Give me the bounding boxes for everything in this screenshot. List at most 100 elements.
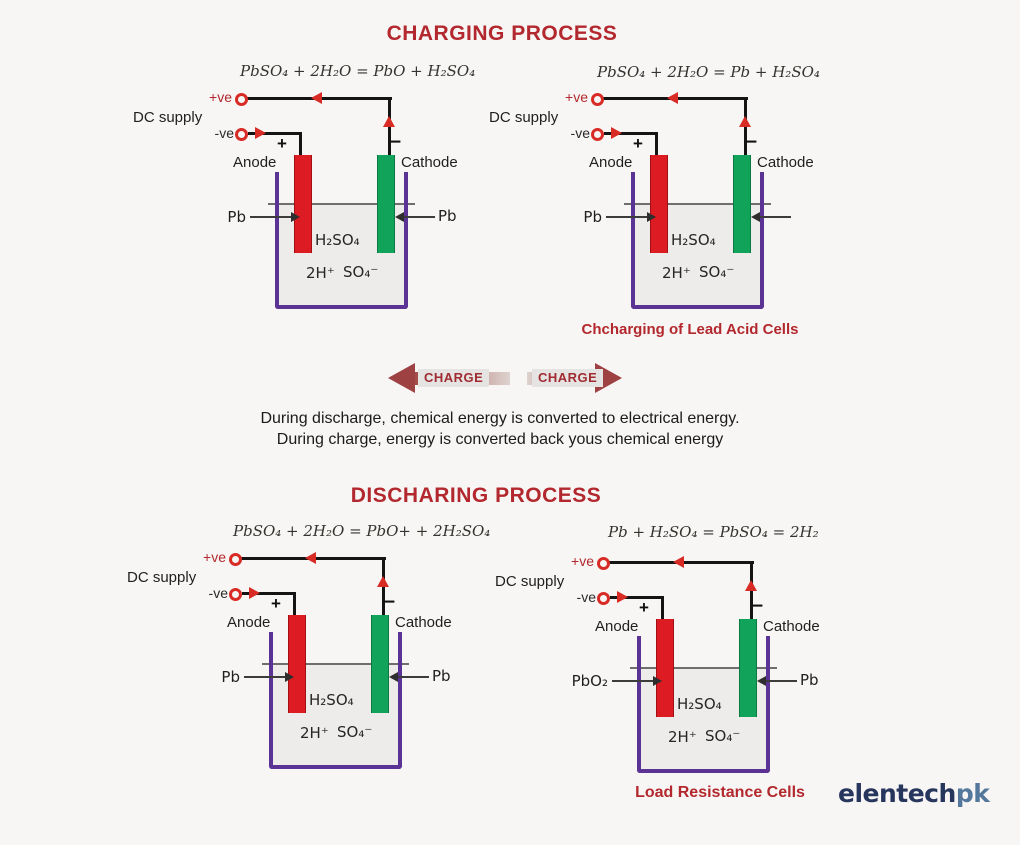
wire-negative-horizontal [248, 132, 302, 135]
anode-electrode [288, 615, 306, 713]
beaker [275, 172, 408, 309]
anode-electrode [294, 155, 312, 253]
negative-terminal-label: -ve [570, 125, 590, 141]
charge-arrow-left: CHARGE [388, 362, 510, 395]
cathode-label: Cathode [757, 154, 814, 171]
explanation-line-2: During charge, energy is converted back … [276, 431, 724, 448]
wire-negative-horizontal [242, 592, 296, 595]
left-electrode-material-label: Pb [227, 208, 246, 226]
negative-terminal-icon [235, 128, 248, 141]
anode-electrode [656, 619, 674, 717]
dc-supply-label: DC supply [133, 109, 203, 126]
electrolyte-label: H₂SO₄ [671, 231, 716, 249]
current-arrow-left-icon [311, 92, 322, 104]
discharging-process-title: DISCHARING PROCESS [350, 484, 602, 507]
beaker [269, 632, 402, 769]
current-arrow-up-icon [383, 116, 395, 127]
dc-supply-label: DC supply [495, 573, 565, 590]
explanation-line-1: During discharge, chemical energy is con… [260, 410, 740, 427]
logo-part-2: pk [955, 779, 990, 808]
cathode-label: Cathode [763, 618, 820, 635]
negative-terminal-icon [597, 592, 610, 605]
liquid-surface-line [268, 203, 415, 205]
sulfate-ion-label: SO₄⁻ [343, 263, 379, 281]
wire-cathode-vertical [382, 557, 385, 617]
current-arrow-up-icon [745, 580, 757, 591]
negative-terminal-label: -ve [576, 589, 596, 605]
positive-terminal-label: +ve [203, 549, 226, 565]
wire-anode-vertical [293, 592, 296, 617]
brand-logo: elentechpk [838, 779, 990, 808]
charging-process-title: CHARGING PROCESS [386, 22, 618, 45]
liquid-surface-line [262, 663, 409, 665]
cell-diagram-3: +ve -ve DC supply + − Anode Cathode PbO₂… [477, 552, 837, 784]
wire-anode-vertical [299, 132, 302, 157]
discharging-equation-left: PbSO₄ + 2H₂O = PbO+ + 2H₂SO₄ [233, 522, 491, 540]
right-pointer-line [404, 216, 435, 218]
load-resistance-caption: Load Resistance Cells [635, 784, 805, 801]
beaker [631, 172, 764, 309]
liquid-surface-line [624, 203, 771, 205]
left-pointer-arrowhead-icon [653, 676, 662, 686]
current-arrow-up-icon [377, 576, 389, 587]
discharging-equation-right: Pb + H₂SO₄ = PbSO₄ = 2H₂ [608, 523, 819, 541]
positive-terminal-icon [235, 93, 248, 106]
charging-equation-left: PbSO₄ + 2H₂O = PbO + H₂SO₄ [240, 62, 476, 80]
logo-part-1: elentech [838, 779, 956, 808]
hydrogen-ion-label: 2H⁺ [668, 728, 697, 746]
charge-arrowhead-left-icon [388, 363, 415, 393]
sulfate-ion-label: SO₄⁻ [337, 723, 373, 741]
cathode-electrode [377, 155, 395, 253]
cathode-polarity-label: − [746, 132, 758, 153]
wire-negative-horizontal [604, 132, 658, 135]
current-arrow-left-icon [305, 552, 316, 564]
current-arrow-right-icon [255, 127, 266, 139]
right-pointer-arrowhead-icon [751, 212, 760, 222]
left-electrode-material-label: PbO₂ [571, 672, 608, 690]
cathode-label: Cathode [395, 614, 452, 631]
left-electrode-material-label: Pb [583, 208, 602, 226]
cathode-polarity-label: − [384, 592, 396, 613]
beaker [637, 636, 770, 773]
positive-terminal-icon [229, 553, 242, 566]
cathode-polarity-label: − [390, 132, 402, 153]
negative-terminal-icon [591, 128, 604, 141]
current-arrow-left-icon [673, 556, 684, 568]
right-electrode-material-label: Pb [432, 667, 451, 685]
charge-arrow-right: CHARGE [527, 362, 622, 395]
left-pointer-line [606, 216, 647, 218]
cathode-electrode [371, 615, 389, 713]
left-pointer-line [244, 676, 285, 678]
current-arrow-right-icon [611, 127, 622, 139]
negative-terminal-label: -ve [208, 585, 228, 601]
right-electrode-material-label: Pb [800, 671, 819, 689]
right-electrode-material-label: Pb [438, 207, 457, 225]
wire-negative-horizontal [610, 596, 664, 599]
current-arrow-left-icon [667, 92, 678, 104]
positive-terminal-label: +ve [209, 89, 232, 105]
wire-anode-vertical [655, 132, 658, 157]
hydrogen-ion-label: 2H⁺ [300, 724, 329, 742]
left-electrode-material-label: Pb [221, 668, 240, 686]
right-pointer-arrowhead-icon [757, 676, 766, 686]
positive-terminal-icon [591, 93, 604, 106]
left-pointer-line [612, 680, 653, 682]
dc-supply-label: DC supply [127, 569, 197, 586]
charge-label: CHARGE [532, 369, 604, 387]
right-pointer-arrowhead-icon [389, 672, 398, 682]
anode-polarity-label: + [633, 134, 643, 153]
cathode-electrode [739, 619, 757, 717]
charging-cells-caption: Chcharging of Lead Acid Cells [581, 321, 799, 338]
positive-terminal-icon [597, 557, 610, 570]
cathode-label: Cathode [401, 154, 458, 171]
cell-diagram-0: +ve -ve DC supply + − Anode Cathode Pb P… [115, 88, 475, 320]
sulfate-ion-label: SO₄⁻ [699, 263, 735, 281]
liquid-surface-line [630, 667, 777, 669]
current-arrow-up-icon [739, 116, 751, 127]
wire-cathode-vertical [744, 97, 747, 157]
anode-label: Anode [589, 154, 633, 171]
electrolyte-label: H₂SO₄ [315, 231, 360, 249]
anode-polarity-label: + [639, 598, 649, 617]
cathode-polarity-label: − [752, 596, 764, 617]
left-pointer-arrowhead-icon [647, 212, 656, 222]
